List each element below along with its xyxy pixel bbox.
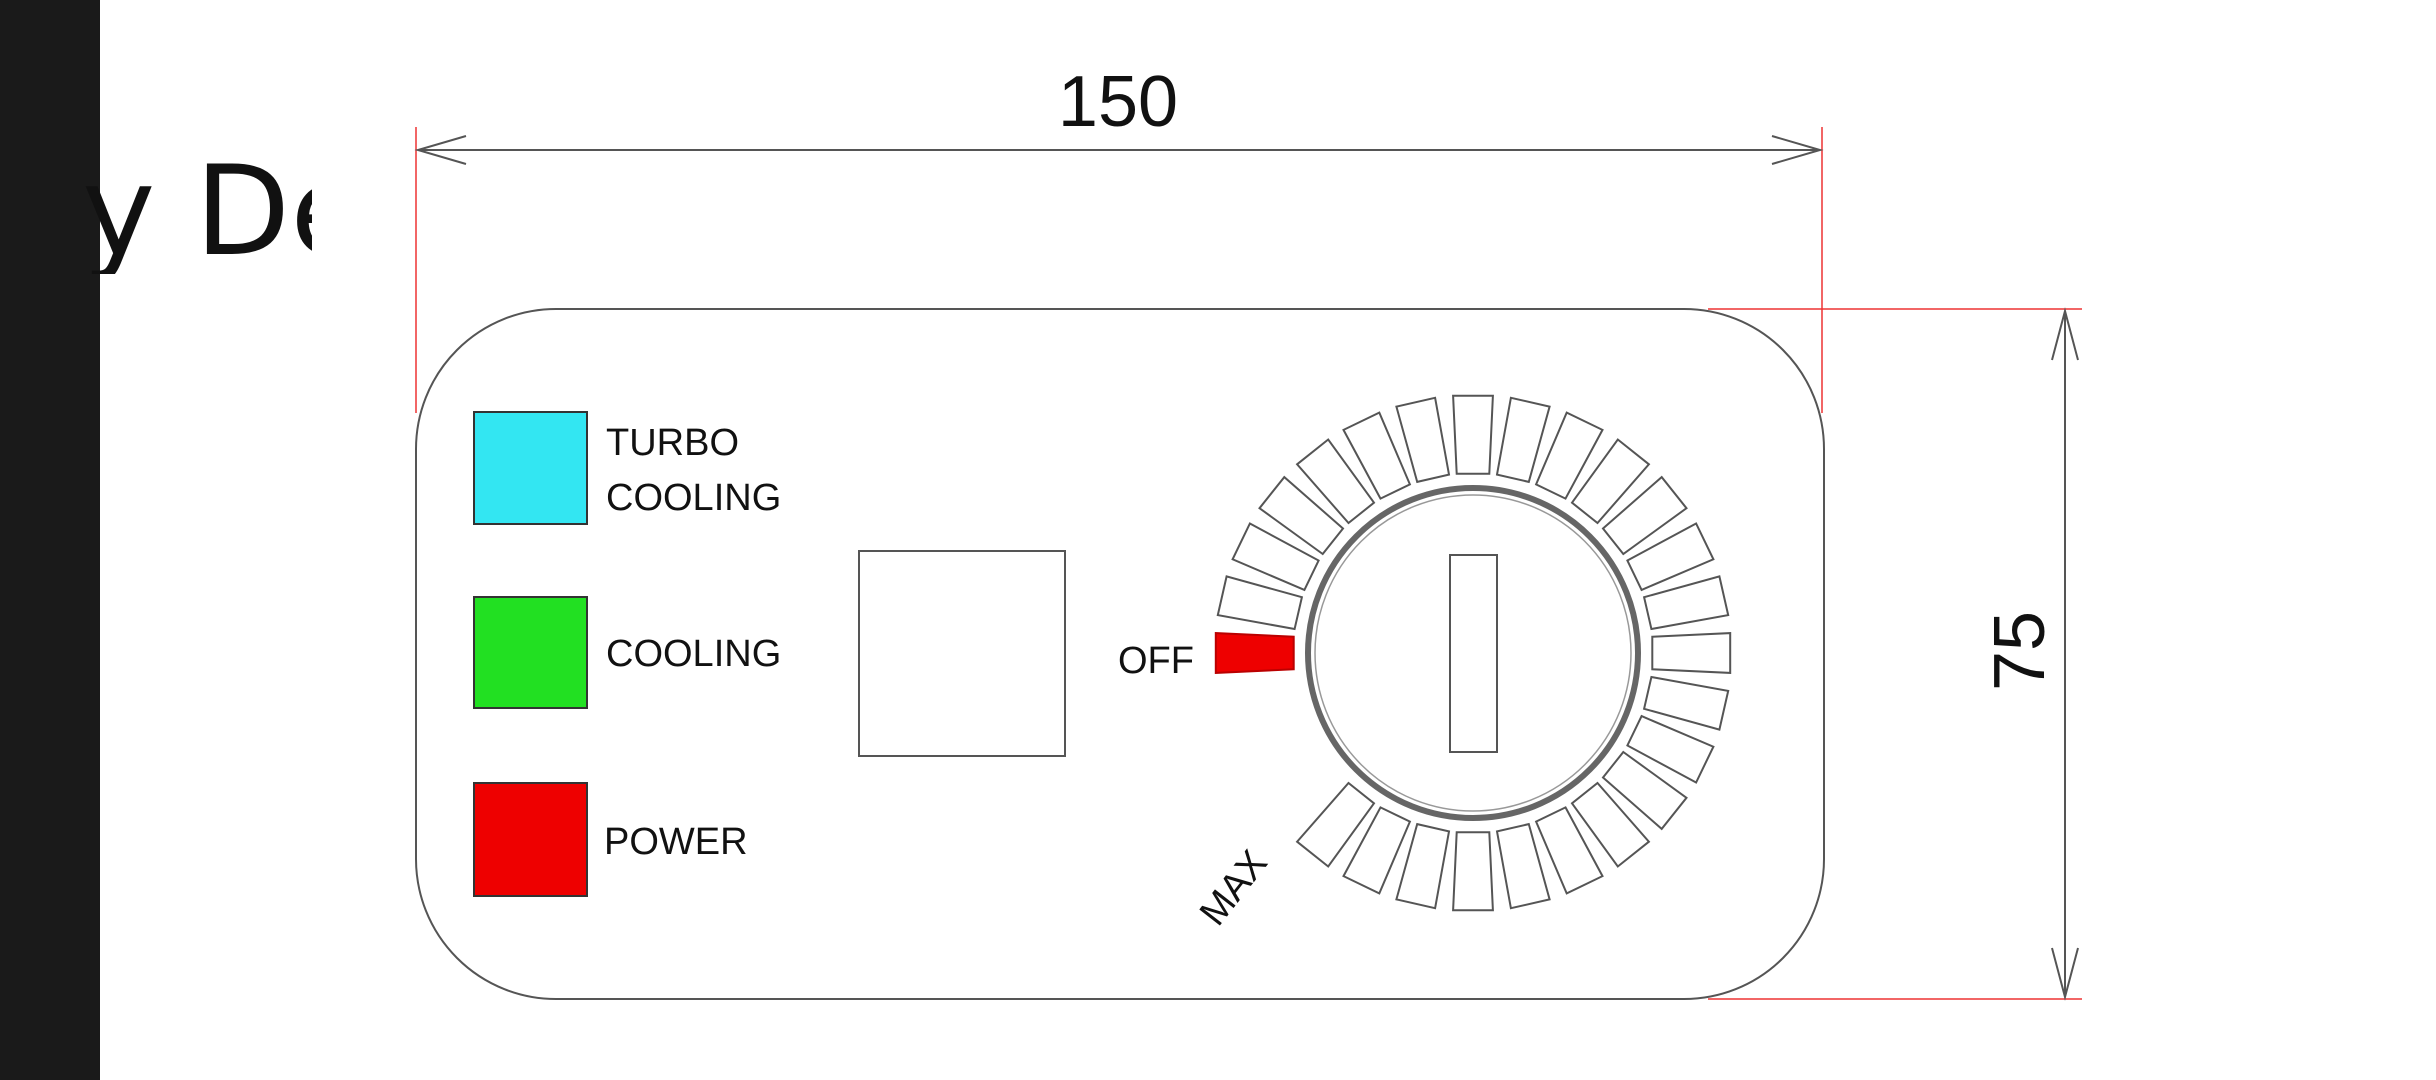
page-title-fragment: y De [82,150,312,274]
dial-position-segment[interactable] [1342,806,1412,895]
power-label: POWER [604,821,748,863]
panel-outline [415,308,1825,1000]
cooling-label: COOLING [606,633,781,675]
dial-position-segment[interactable] [1642,575,1730,631]
width-dimension-label: 150 [1058,62,1178,142]
display-window [858,550,1066,757]
dial-position-segment[interactable] [1626,714,1715,784]
dial-position-segment[interactable] [1626,522,1715,592]
height-dimension-label: 75 [1980,611,2060,691]
arrow-left-icon [414,135,467,165]
dial-position-segment[interactable] [1216,575,1304,631]
dark-sidebar [0,0,100,1080]
dial-max-label: MAX [1192,843,1276,934]
arrow-right-icon [1771,135,1824,165]
dial-position-segment[interactable] [1651,632,1732,674]
dial-knob-inner-ring [1314,494,1632,812]
dial-knob[interactable] [1305,485,1641,821]
dial-position-segment[interactable] [1642,675,1730,731]
turbo-cooling-label-line1: TURBO [606,422,739,464]
dial-knob-slot [1449,554,1498,753]
dial-segments [1214,394,1732,912]
dial-position-segment[interactable] [1534,411,1604,500]
dial-position-segment[interactable] [1570,438,1651,525]
dial-position-segment[interactable] [1395,396,1451,484]
power-indicator [473,782,588,897]
dial-position-segment[interactable] [1601,750,1688,831]
arrow-up-icon [2051,307,2079,361]
cooling-indicator [473,596,588,709]
dial-position-segment[interactable] [1601,475,1688,556]
arrow-down-icon [2051,947,2079,1001]
dial-position-segment[interactable] [1342,411,1412,500]
dial-off-label: OFF [1118,640,1194,682]
dial-position-segment[interactable] [1295,781,1376,868]
dial-position-segment[interactable] [1495,822,1551,910]
turbo-cooling-label-line2: COOLING [606,477,781,519]
turbo-cooling-indicator [473,411,588,525]
dial-position-segment[interactable] [1570,781,1651,868]
dial-position-off-marker[interactable] [1214,632,1295,674]
dial-position-segment[interactable] [1452,831,1494,912]
dial-position-segment[interactable] [1231,522,1320,592]
dial-position-segment[interactable] [1452,394,1494,475]
dial-position-segment[interactable] [1295,438,1376,525]
dial-position-segment[interactable] [1395,822,1451,910]
dial-position-segment[interactable] [1495,396,1551,484]
dial-position-segment[interactable] [1258,475,1345,556]
dial-position-segment[interactable] [1534,806,1604,895]
